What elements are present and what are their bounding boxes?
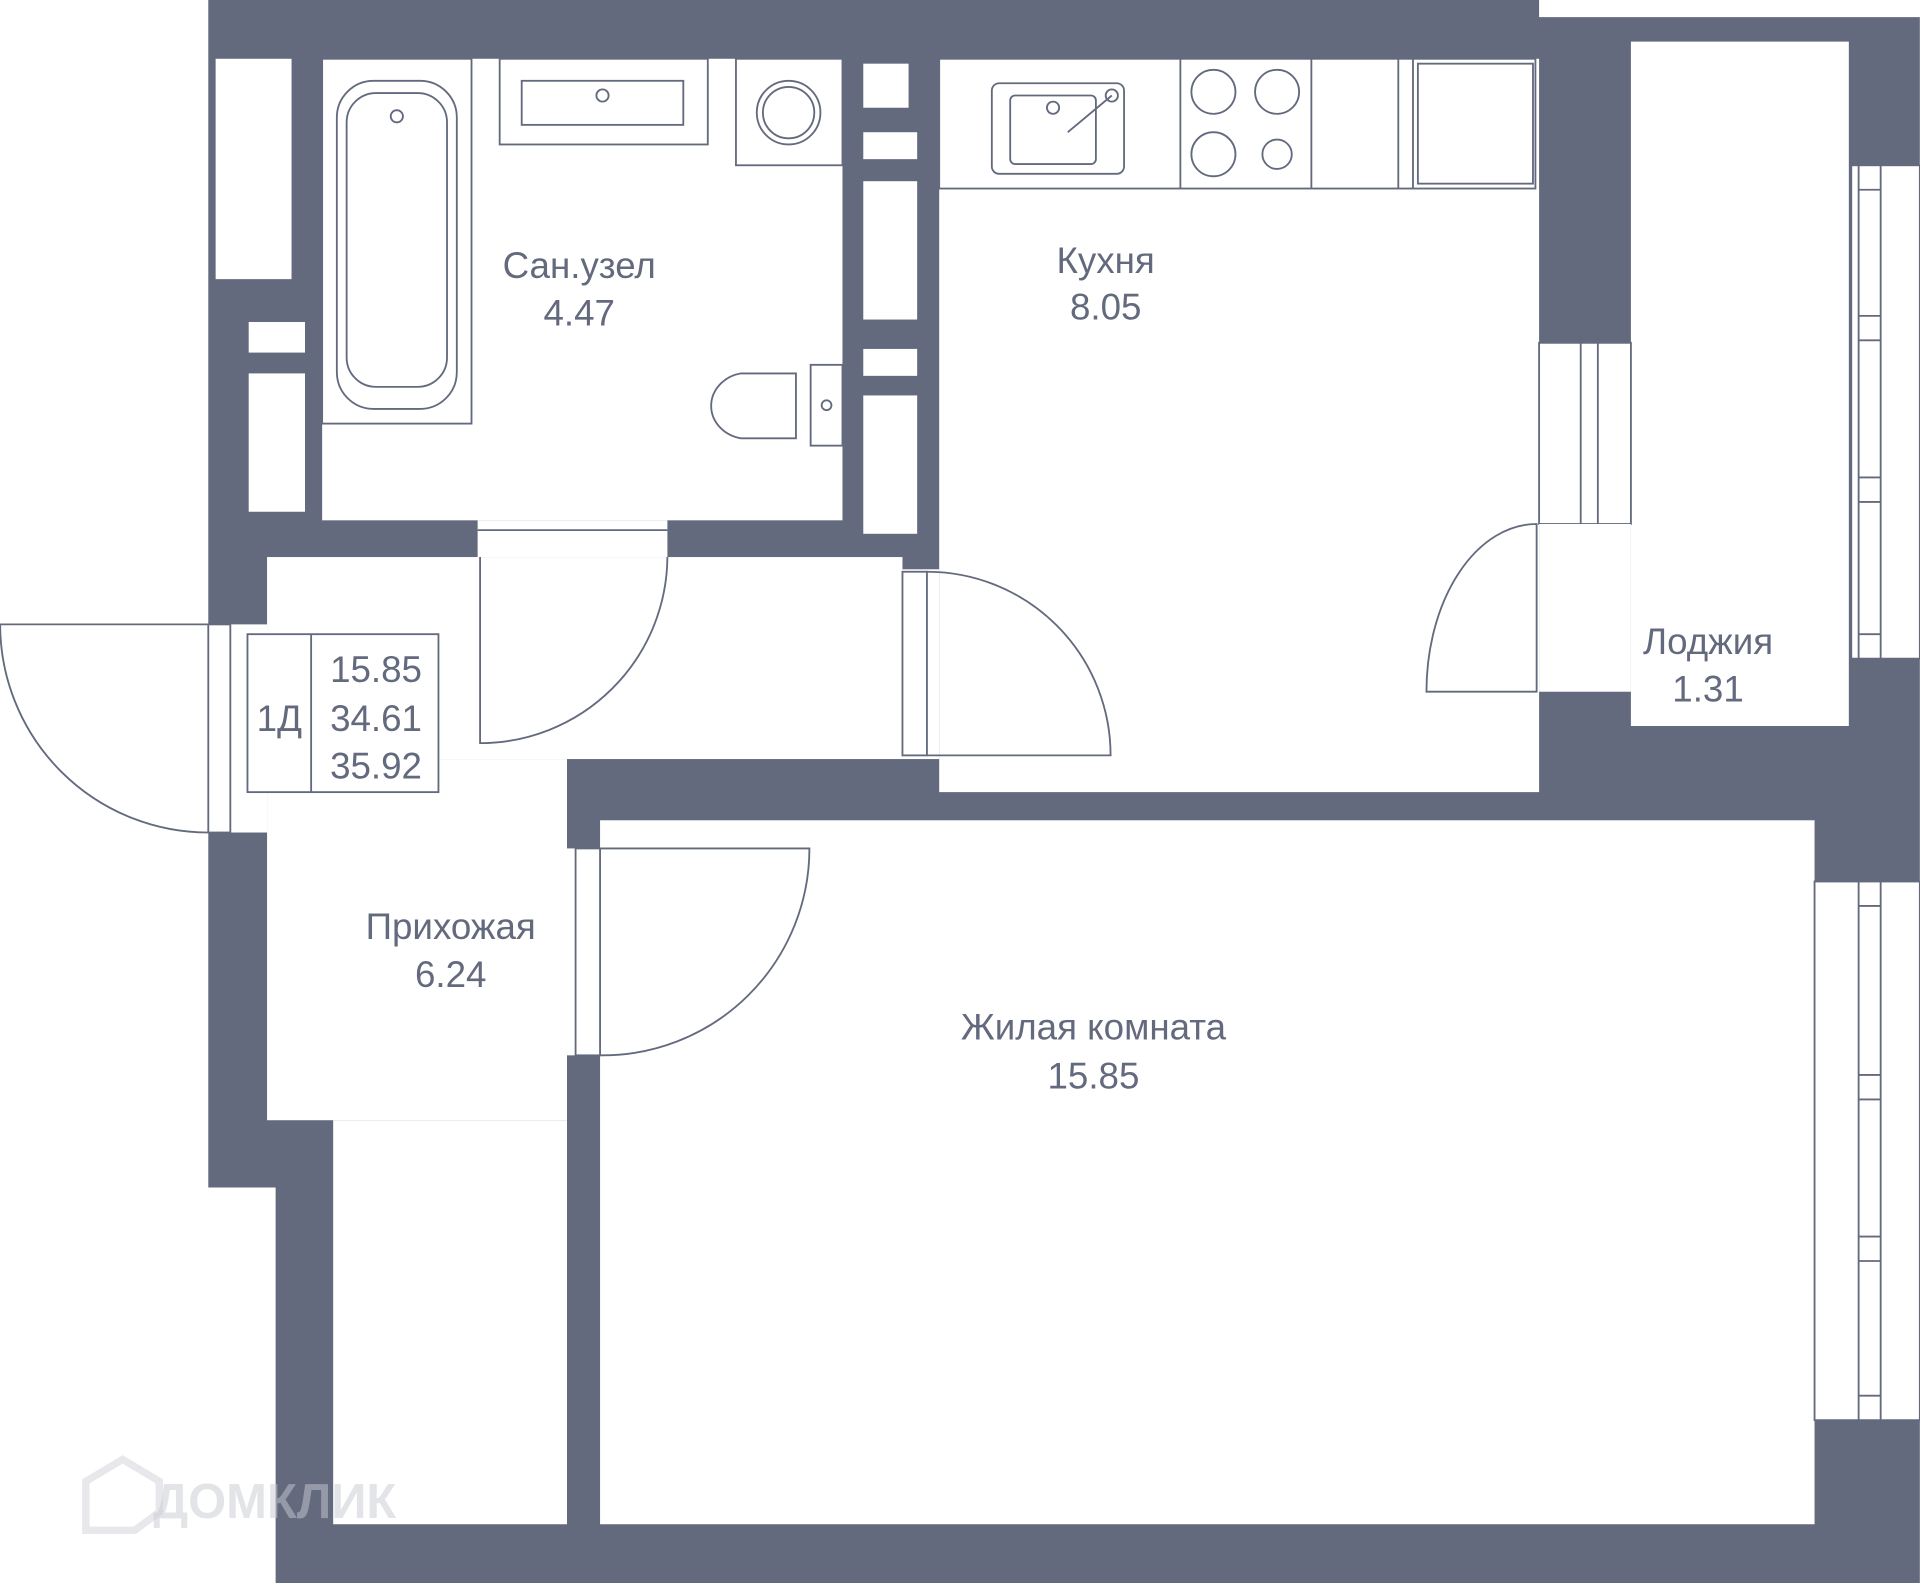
closet (215, 58, 292, 280)
room-name: Кухня (1057, 240, 1155, 281)
room-name: Прихожая (366, 906, 536, 947)
loggia-door (1425, 523, 1538, 693)
room-area: 15.85 (1048, 1055, 1140, 1096)
apartment-legend: 1Д 15.85 34.61 35.92 (246, 633, 440, 794)
room-name: Жилая комната (961, 1006, 1227, 1047)
room-area: 8.05 (1070, 287, 1141, 328)
house-logo-icon (82, 1455, 163, 1535)
closet (248, 373, 306, 512)
living-area: 15.85 (330, 649, 422, 690)
closet (248, 321, 306, 353)
svg-text:ДОМКЛИК: ДОМКЛИК (153, 1475, 396, 1529)
total-area: 34.61 (330, 698, 422, 739)
shaft (863, 181, 918, 320)
room-area: 6.24 (415, 954, 486, 995)
stove (1190, 68, 1301, 178)
shaft (863, 63, 909, 108)
room-name: Лоджия (1643, 621, 1773, 662)
kitchen-sink (990, 82, 1125, 175)
room-living (600, 820, 1815, 1525)
total-area-with-loggia: 35.92 (330, 746, 422, 787)
washbasin (498, 57, 709, 146)
window-living (1813, 880, 1920, 1422)
room-loggia (1630, 41, 1849, 727)
washing-machine (735, 57, 844, 167)
bathtub (321, 57, 473, 425)
apartment-type: 1Д (257, 698, 302, 739)
kitchen-door (926, 570, 1112, 757)
loggia-door-opening (1539, 523, 1631, 692)
entry-door (0, 623, 209, 834)
domclick-watermark: ДОМКЛИК (82, 1455, 396, 1535)
refrigerator (1416, 62, 1534, 185)
shaft (863, 348, 918, 376)
room-name: Сан.узел (503, 245, 656, 286)
bathroom-door-opening (477, 520, 668, 558)
toilet (710, 363, 844, 447)
living-door (600, 847, 811, 1057)
shaft (863, 395, 918, 534)
room-area: 1.31 (1672, 669, 1743, 710)
bathroom-door (479, 557, 669, 745)
room-area: 4.47 (544, 293, 615, 334)
shaft (863, 132, 918, 160)
window-loggia (1850, 164, 1920, 660)
